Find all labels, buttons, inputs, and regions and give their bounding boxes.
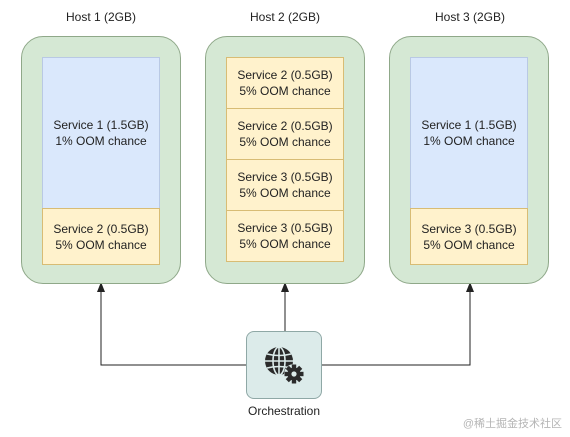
arrow-to-host-3 xyxy=(322,282,474,366)
host-2-service-1: Service 2 (0.5GB) 5% OOM chance xyxy=(226,57,344,109)
host-3-service-2: Service 3 (0.5GB) 5% OOM chance xyxy=(410,208,528,265)
service-name: Service 2 (0.5GB) xyxy=(237,119,333,133)
host-3-title: Host 3 (2GB) xyxy=(434,10,506,24)
host-1-service-2: Service 2 (0.5GB) 5% OOM chance xyxy=(42,208,160,265)
service-oom-chance: 1% OOM chance xyxy=(423,134,515,148)
service-name: Service 3 (0.5GB) xyxy=(237,170,333,184)
service-name: Service 2 (0.5GB) xyxy=(237,68,333,82)
orchestration-node xyxy=(246,331,322,399)
service-oom-chance: 5% OOM chance xyxy=(239,237,331,251)
service-name: Service 1 (1.5GB) xyxy=(53,118,149,132)
host-2-service-4: Service 3 (0.5GB) 5% OOM chance xyxy=(226,210,344,262)
host-2: Service 2 (0.5GB) 5% OOM chance Service … xyxy=(205,36,365,284)
service-oom-chance: 5% OOM chance xyxy=(423,237,515,252)
service-oom-chance: 5% OOM chance xyxy=(239,135,331,149)
host-3: Service 1 (1.5GB) 1% OOM chance Service … xyxy=(389,36,549,284)
arrow-to-host-1 xyxy=(97,282,246,366)
host-1-title: Host 1 (2GB) xyxy=(65,10,137,24)
service-name: Service 3 (0.5GB) xyxy=(421,221,517,236)
host-1-service-1: Service 1 (1.5GB) 1% OOM chance xyxy=(42,57,160,209)
host-2-title: Host 2 (2GB) xyxy=(249,10,321,24)
service-name: Service 2 (0.5GB) xyxy=(53,221,149,236)
host-2-service-3: Service 3 (0.5GB) 5% OOM chance xyxy=(226,159,344,211)
globe-gear-icon xyxy=(265,346,304,384)
service-oom-chance: 5% OOM chance xyxy=(55,237,147,252)
service-name: Service 3 (0.5GB) xyxy=(237,221,333,235)
orchestration-label: Orchestration xyxy=(247,404,321,418)
service-oom-chance: 5% OOM chance xyxy=(239,84,331,98)
service-oom-chance: 1% OOM chance xyxy=(55,134,147,148)
host-2-service-2: Service 2 (0.5GB) 5% OOM chance xyxy=(226,108,344,160)
service-oom-chance: 5% OOM chance xyxy=(239,186,331,200)
host-1: Service 1 (1.5GB) 1% OOM chance Service … xyxy=(21,36,181,284)
service-name: Service 1 (1.5GB) xyxy=(421,118,517,132)
host-3-service-1: Service 1 (1.5GB) 1% OOM chance xyxy=(410,57,528,209)
watermark: @稀土掘金技术社区 xyxy=(462,418,562,430)
